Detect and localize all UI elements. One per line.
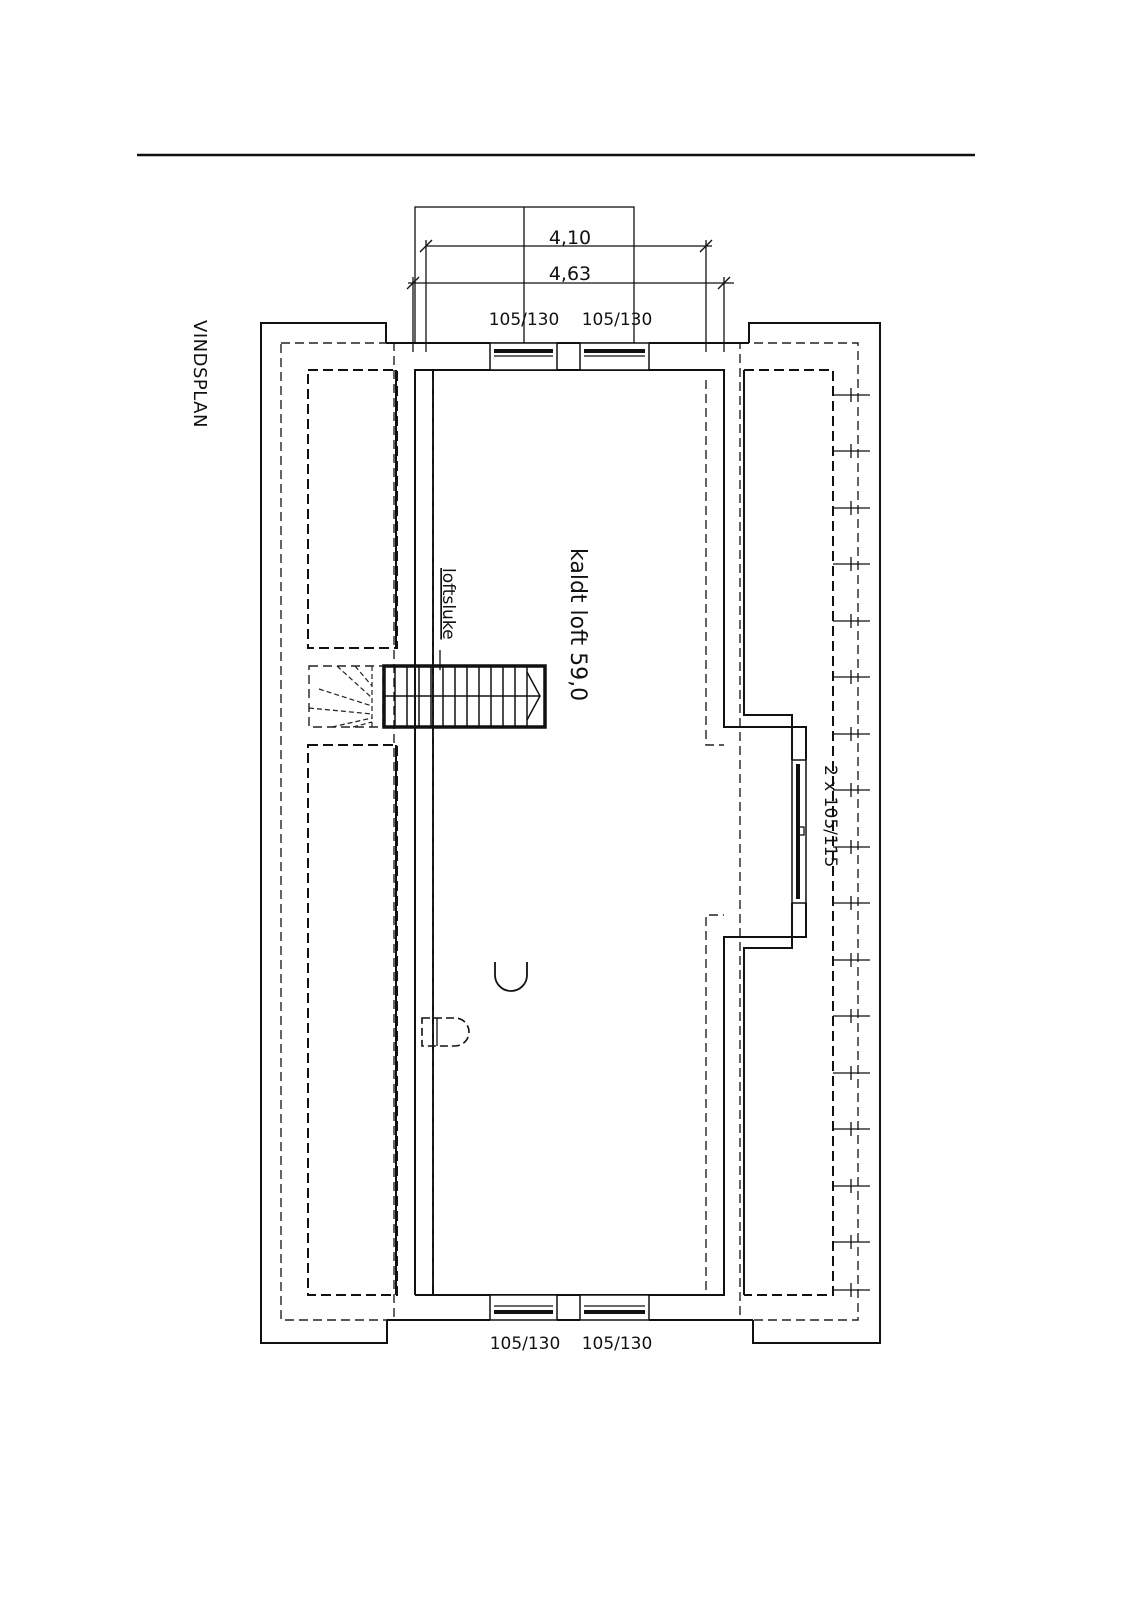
dimension-outer: 4,63 (549, 263, 591, 285)
window-label-bottom-right: 105/130 (582, 1334, 653, 1354)
skylight-bottom-right (579, 1294, 650, 1321)
window-label-bottom-left: 105/130 (490, 1334, 561, 1354)
right-roof-slope (739, 322, 881, 1344)
left-roof-slope (260, 322, 398, 1344)
chimney-symbol (421, 1017, 470, 1047)
skylight-top-right (579, 342, 650, 371)
room-label: kaldt loft 59,0 (565, 548, 590, 701)
window-label-top-right: 105/130 (582, 310, 653, 330)
dimension-inner: 4,10 (549, 227, 591, 249)
window-label-side: 2 x 105/115 (820, 765, 840, 867)
staircase (308, 664, 547, 729)
skylight-top-left (489, 342, 558, 371)
skylight-bottom-left (489, 1294, 558, 1321)
plan-title: VINDSPLAN (189, 320, 210, 428)
room-walls (414, 369, 807, 1296)
hatch-label: loftsluke (438, 568, 458, 640)
ceiling-light-symbol (494, 962, 528, 992)
window-label-top-left: 105/130 (489, 310, 560, 330)
side-window (791, 759, 807, 904)
roof-outline (386, 342, 753, 1321)
